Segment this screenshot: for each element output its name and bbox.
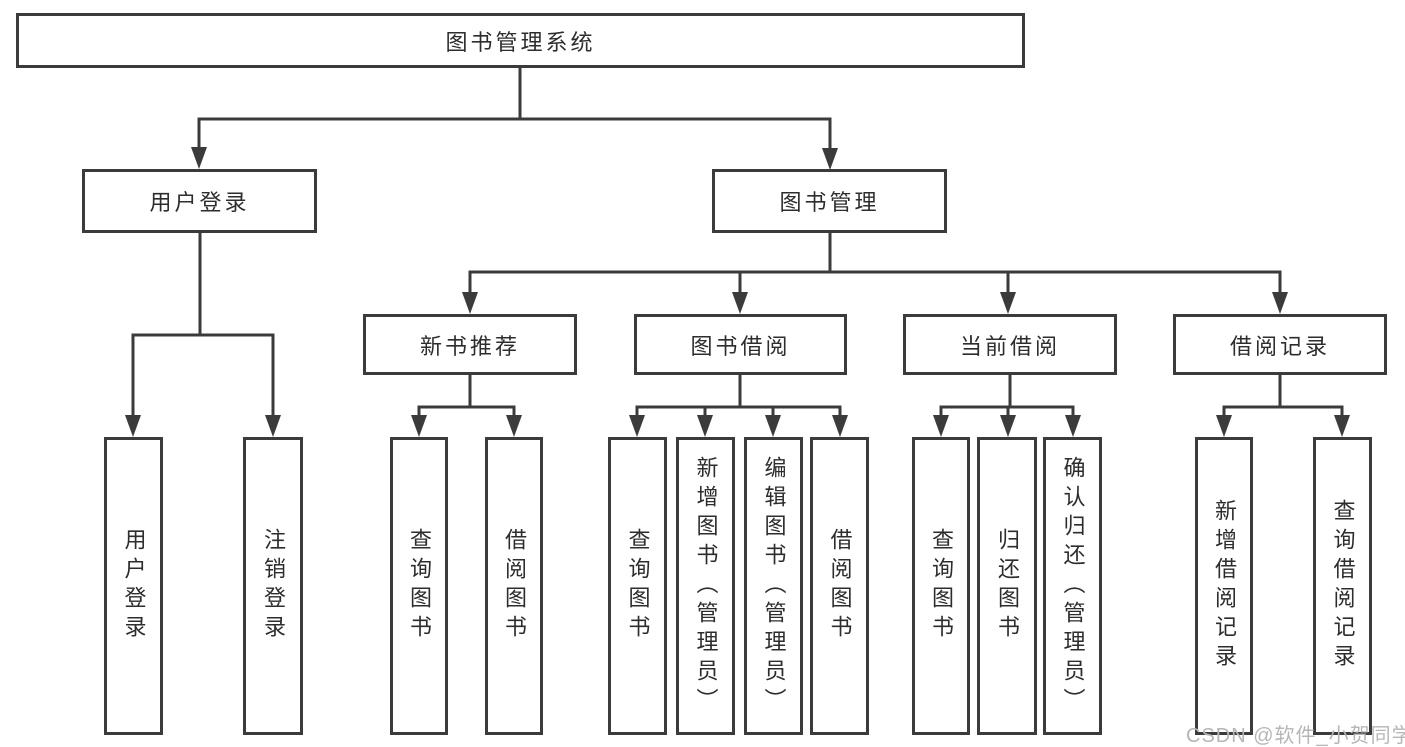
leaf-label: 确认归还（管理员） <box>1060 455 1086 717</box>
leaf-label: 查询图书 <box>625 528 651 644</box>
leaf-query-borrow-record: 查询借阅记录 <box>1313 437 1372 735</box>
leaf-confirm-return-admin: 确认归还（管理员） <box>1043 437 1102 735</box>
leaf-return-books: 归还图书 <box>977 437 1037 735</box>
leaf-edit-books-admin: 编辑图书（管理员） <box>744 437 803 735</box>
leaf-label: 新增借阅记录 <box>1212 499 1237 673</box>
arrowheads <box>125 147 1350 437</box>
leaf-query-books-borrow: 查询图书 <box>608 437 667 735</box>
node-current-borrowing: 当前借阅 <box>903 314 1117 375</box>
node-book-management: 图书管理 <box>712 169 947 233</box>
node-new-book-recommendation: 新书推荐 <box>363 314 577 375</box>
leaf-label: 查询图书 <box>929 528 954 644</box>
node-label: 图书管理系统 <box>445 29 596 55</box>
leaf-add-books-admin: 新增图书（管理员） <box>676 437 735 735</box>
node-label: 当前借阅 <box>959 333 1060 359</box>
node-label: 用户登录 <box>149 190 250 215</box>
leaf-borrow-books: 借阅图书 <box>810 437 869 735</box>
node-label: 借阅记录 <box>1229 333 1330 359</box>
leaf-label: 注销登录 <box>261 528 286 644</box>
leaf-query-books-recommend: 查询图书 <box>390 437 448 735</box>
node-label: 图书管理 <box>779 190 880 215</box>
node-borrowing-records: 借阅记录 <box>1173 314 1387 375</box>
leaf-user-login: 用户登录 <box>104 437 163 735</box>
node-label: 图书借阅 <box>690 333 791 359</box>
leaf-label: 查询借阅记录 <box>1330 499 1356 673</box>
node-label: 新书推荐 <box>419 333 520 359</box>
leaf-add-borrow-record: 新增借阅记录 <box>1195 437 1253 735</box>
node-book-borrowing: 图书借阅 <box>634 314 847 375</box>
leaf-logout: 注销登录 <box>243 437 303 735</box>
leaf-query-books-current: 查询图书 <box>912 437 970 735</box>
leaf-label: 编辑图书（管理员） <box>761 455 787 717</box>
leaf-label: 归还图书 <box>995 528 1020 644</box>
leaf-label: 借阅图书 <box>502 528 527 644</box>
leaf-label: 新增图书（管理员） <box>693 455 719 717</box>
leaf-label: 查询图书 <box>407 528 432 644</box>
leaf-label: 用户登录 <box>121 528 147 644</box>
node-library-management-system: 图书管理系统 <box>16 13 1025 68</box>
leaf-borrow-books-recommend: 借阅图书 <box>485 437 543 735</box>
csdn-watermark: CSDN @软件_小贺同学 <box>1186 725 1405 747</box>
node-user-login: 用户登录 <box>82 169 317 233</box>
leaf-label: 借阅图书 <box>827 528 853 644</box>
